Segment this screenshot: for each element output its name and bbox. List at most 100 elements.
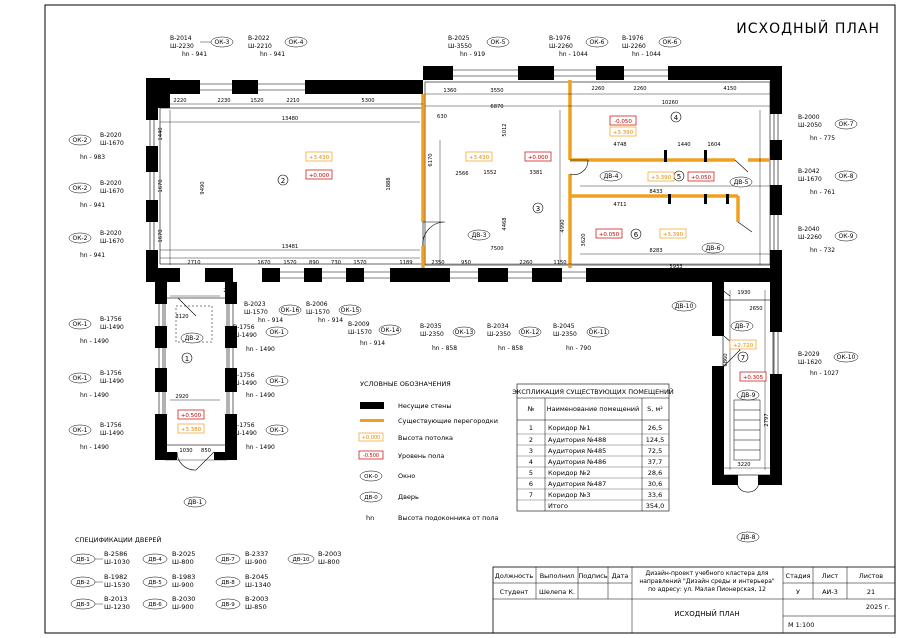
door-spec-item: ДВ-5 В-1983 Ш-900	[142, 573, 195, 589]
dim-text: 13480	[282, 116, 299, 122]
window-width: Ш-1490	[233, 430, 257, 437]
sheet-frame	[44, 4, 896, 634]
stairs	[733, 399, 761, 461]
svg-text:ДВ-1: ДВ-1	[76, 557, 90, 563]
window-width: Ш-2350	[420, 331, 444, 338]
window-width: Ш-2350	[487, 331, 511, 338]
existing-partitions	[421, 80, 770, 268]
svg-text:ДВ-4: ДВ-4	[148, 557, 162, 563]
door-spec-heading: СПЕЦИФИКАЦИИ ДВЕРЕЙ	[75, 535, 161, 544]
door-spec-item: ДВ-7 В-2337 Ш-900	[215, 550, 268, 566]
window-tag: ОК-6	[590, 39, 605, 46]
dim-text: 2260	[519, 260, 532, 266]
stamp-header: Лист	[822, 572, 839, 580]
door-spec-item: ДВ-8 В-2045 Ш-1340	[215, 573, 271, 589]
window-width: Ш-2210	[248, 43, 272, 50]
window-height: В-1756	[100, 422, 122, 429]
window-sill: hn - 941	[260, 51, 285, 58]
svg-text:ДВ-10: ДВ-10	[292, 557, 310, 563]
window-callout: ОК-14 В-2009 Ш-1570 hn - 914	[348, 321, 402, 347]
window-tag: ОК-1	[73, 321, 88, 328]
stamp-header: Должность	[495, 572, 534, 580]
room-number: 4	[674, 114, 679, 122]
window-callout: ОК-1 В-1756 Ш-1490 hn - 1490	[68, 370, 124, 399]
dimension-numbers: 2220 2230 1520 2210 5300 13480 13481 136…	[155, 86, 770, 468]
legend-sill-tag: hn	[366, 514, 374, 522]
svg-text:Аудитория №486: Аудитория №486	[548, 458, 606, 466]
dim-text: 1552	[483, 170, 496, 176]
window-callout: ОК-2 В-2020 Ш-1670 hn - 941	[68, 180, 124, 209]
stamp-header: Дата	[612, 572, 629, 580]
dim-text: 1570	[353, 260, 366, 266]
window-tag: ОК-1	[270, 427, 285, 434]
door-tag: ДВ-5	[734, 179, 749, 186]
door-tag: ДВ-8	[741, 534, 756, 541]
floor-mark: +0.050	[691, 175, 712, 181]
window-sill: hn - 914	[360, 340, 385, 347]
dim-text: 7500	[490, 246, 503, 252]
room-numbers: 1 2 3 4 5 6 7	[181, 111, 749, 364]
window-width: Ш-1670	[100, 238, 124, 245]
svg-text:Аудитория №485: Аудитория №485	[548, 447, 606, 455]
window-tag: ОК-4	[289, 39, 304, 46]
window-sill: hn - 1044	[632, 51, 661, 58]
dim-text: 9490	[200, 181, 206, 194]
room-number: 2	[281, 177, 285, 185]
svg-text:В-1982: В-1982	[104, 573, 127, 581]
stamp-scale: М 1:100	[788, 621, 814, 629]
explication-header: Наименование помещений	[547, 405, 640, 413]
dim-text: 2260	[591, 86, 604, 92]
window-sill: hn - 858	[432, 345, 457, 352]
svg-text:ДВ-9: ДВ-9	[221, 602, 235, 608]
window-callout: ОК-5 В-2025 Ш-3550 hn - 919	[448, 35, 510, 58]
ceiling-mark: +3.390	[663, 232, 684, 238]
window-height: В-1756	[233, 422, 255, 429]
window-callout: ОК-10 В-2029 Ш-1620 hn - 1027	[798, 351, 859, 377]
window-sill: hn - 983	[80, 154, 105, 161]
svg-text:Итого: Итого	[548, 502, 568, 510]
ceiling-mark: +3.390	[613, 130, 634, 136]
window-callout: ОК-7 В-2000 Ш-2050 hn - 775	[798, 114, 858, 142]
door-swings	[176, 159, 760, 493]
dim-text: 4711	[613, 202, 626, 208]
room-number: 7	[741, 354, 745, 362]
dim-text: 2210	[286, 98, 299, 104]
svg-text:1: 1	[529, 424, 533, 432]
window-tag: ОК-7	[839, 121, 854, 128]
window-height: В-1756	[233, 372, 255, 379]
window-sill: hn - 761	[810, 189, 835, 196]
window-tag: ОК-2	[73, 235, 88, 242]
svg-text:В-2003: В-2003	[318, 550, 341, 558]
window-sill: hn - 941	[80, 202, 105, 209]
dim-text: 2650	[749, 306, 762, 312]
table-row: 5 Коридор №2 28,6	[529, 469, 662, 477]
legend-door-tag: ДВ-0	[364, 495, 378, 501]
window-sill: hn - 732	[810, 247, 835, 254]
dim-text: 1670	[158, 229, 164, 242]
window-width: Ш-2230	[170, 43, 194, 50]
svg-text:Аудитория №487: Аудитория №487	[548, 480, 606, 488]
svg-text:ДВ-8: ДВ-8	[221, 580, 235, 586]
window-height: В-2006	[306, 301, 328, 308]
window-width: Ш-1490	[100, 430, 124, 437]
svg-text:5: 5	[529, 469, 533, 477]
table-row: 6 Аудитория №487 30,6	[529, 480, 662, 488]
dim-text: 1440	[158, 127, 164, 140]
legend-wall-swatch	[360, 402, 384, 409]
window-callout: ОК-13 В-2035 Ш-2350 hn - 858	[420, 323, 476, 352]
title-block: Должность Выполнил Подпись Дата Студент …	[492, 566, 896, 634]
svg-text:В-2025: В-2025	[172, 550, 195, 558]
svg-text:72,5: 72,5	[648, 447, 662, 455]
door-specifications: СПЕЦИФИКАЦИИ ДВЕРЕЙ ДВ-1 В-2586 Ш-1030 Д…	[70, 535, 341, 611]
window-tag: ОК-1	[270, 378, 285, 385]
bearing-walls	[146, 66, 782, 485]
dim-text: 4468	[502, 217, 508, 230]
table-row: 4 Аудитория №486 37,7	[529, 458, 662, 466]
stamp-header: Выполнил	[540, 572, 575, 580]
legend-label: Окно	[398, 472, 415, 480]
window-width: Ш-1570	[244, 309, 268, 316]
svg-text:124,5: 124,5	[646, 436, 665, 444]
dim-text: 2260	[633, 86, 646, 92]
window-sill: hn - 919	[460, 51, 485, 58]
